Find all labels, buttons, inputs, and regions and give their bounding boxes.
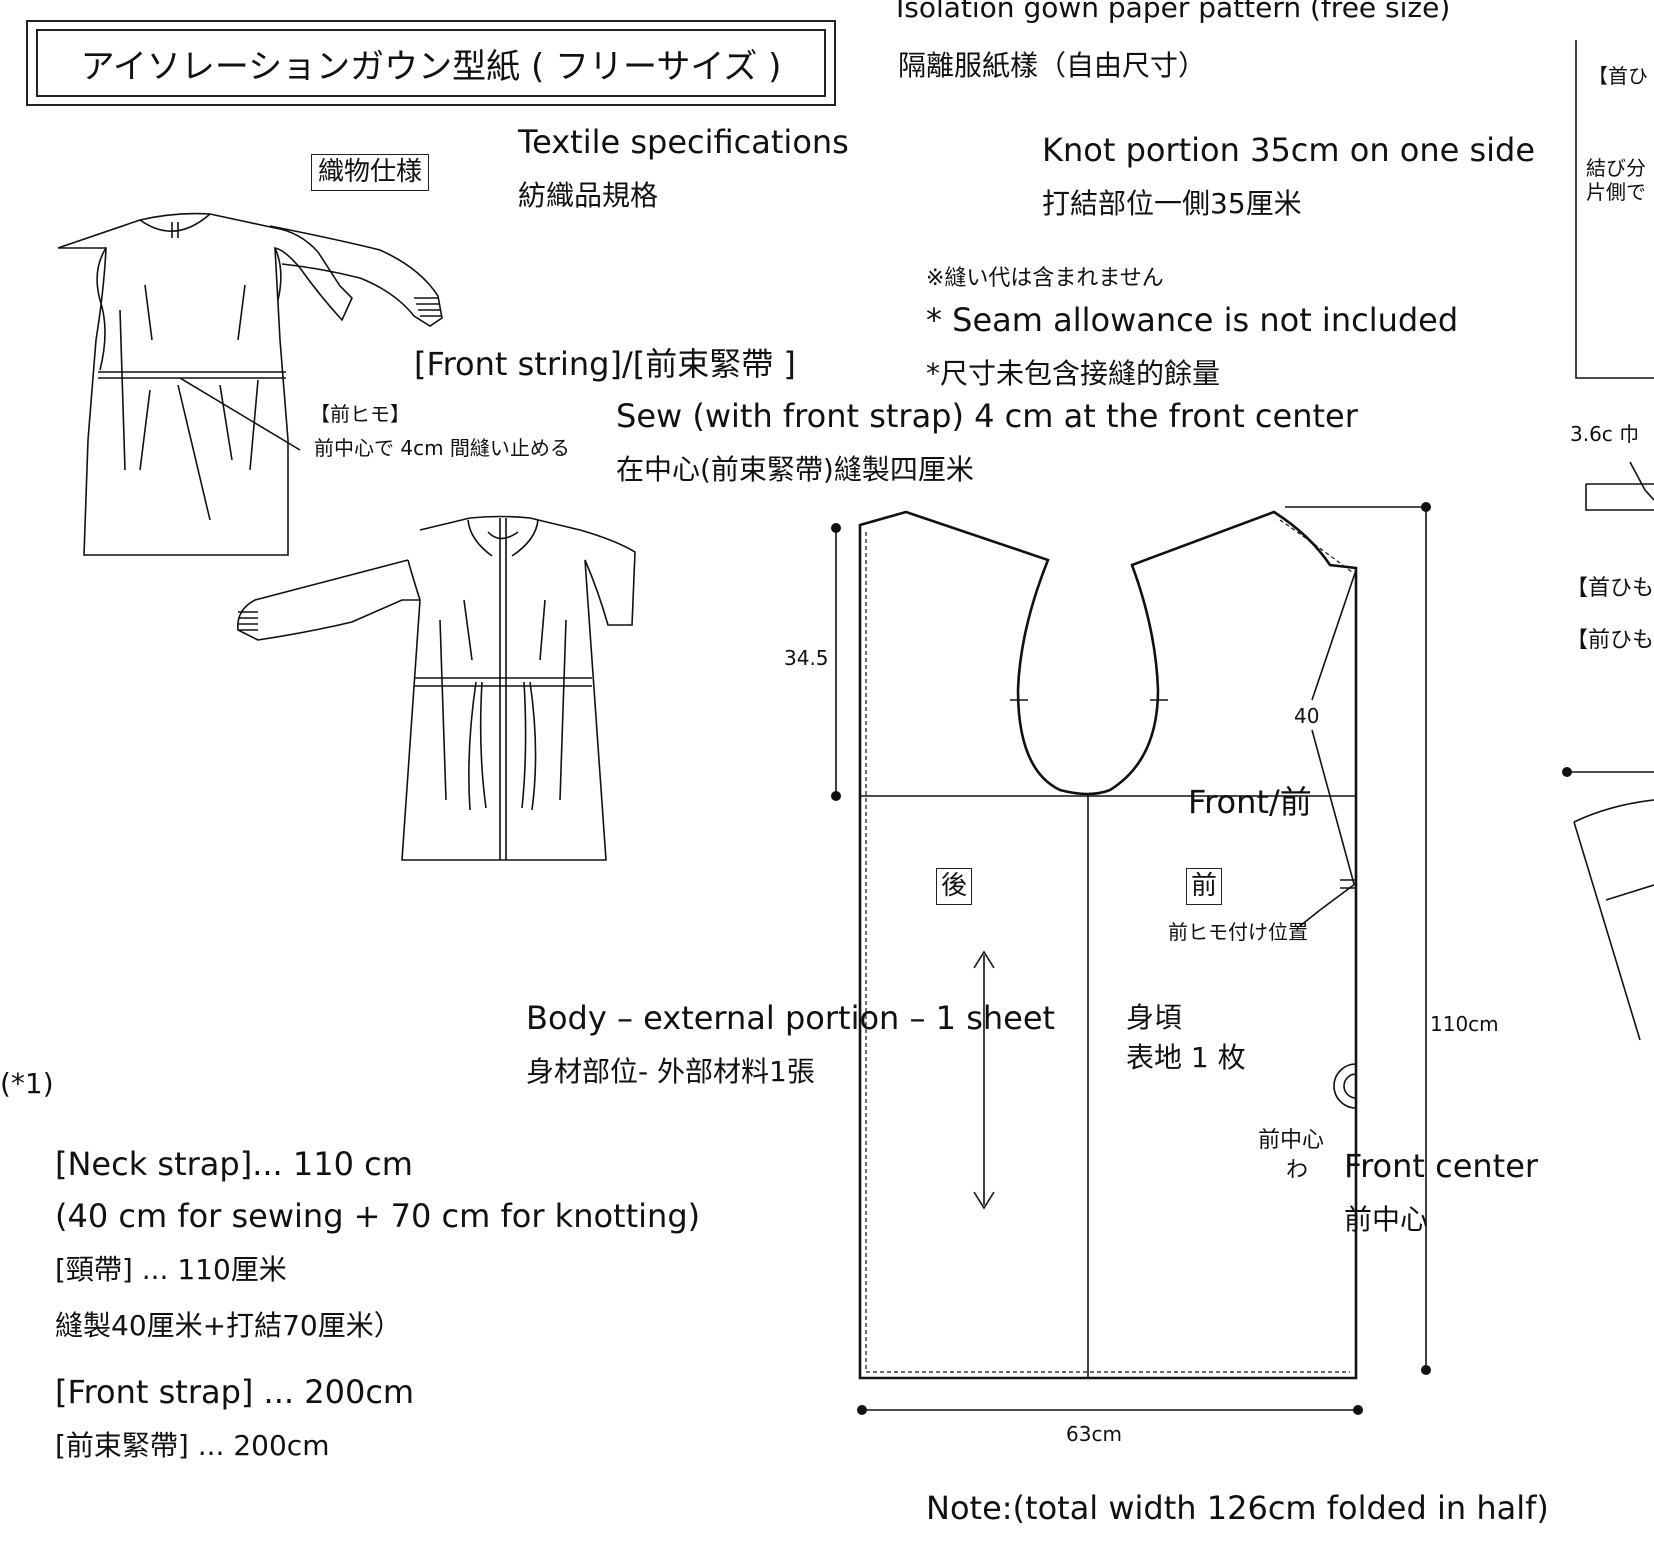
knot-zh: 打結部位一側35厘米 <box>1042 187 1302 220</box>
dim-110: 110cm <box>1430 1012 1499 1036</box>
knot-en: Knot portion 35cm on one side <box>1042 131 1536 169</box>
body-jp-2: 表地 1 枚 <box>1126 1041 1246 1074</box>
dim-40: 40 <box>1294 704 1320 728</box>
front-string-label: [Front string]/[前束緊帶 ] <box>414 345 796 383</box>
front-string-jp-title: 【前ヒモ】 <box>310 402 410 426</box>
front-center-zh: 前中心 <box>1344 1203 1429 1236</box>
front-strap-jp: 【前ひも <box>1566 628 1654 653</box>
neck-strap-zh: [頸帶] ... 110厘米 <box>55 1253 287 1286</box>
footnote-marker: (*1) <box>0 1067 54 1100</box>
neck-strap-en: [Neck strap]... 110 cm <box>55 1145 413 1183</box>
front-string-zh: 在中心(前束緊帶)縫製四厘米 <box>616 453 974 486</box>
front-strap-en: [Front strap] ... 200cm <box>55 1373 415 1411</box>
front-mark: 前 <box>1186 868 1223 906</box>
textile-tag: 織物仕様 <box>311 154 430 192</box>
body-en: Body – external portion – 1 sheet <box>526 999 1056 1037</box>
title-frame: アイソレーションガウン型紙 ( フリーサイズ ) <box>26 20 836 106</box>
title-en: Isolation gown paper pattern (free size) <box>896 0 1451 24</box>
seam-zh: *尺寸未包含接縫的餘量 <box>926 357 1221 390</box>
back-mark: 後 <box>936 868 973 906</box>
neck-strap-detail-zh: 縫製40厘米+打結70厘米） <box>55 1309 402 1342</box>
body-jp-1: 身頃 <box>1126 1001 1183 1034</box>
front-string-en: Sew (with front strap) 4 cm at the front… <box>616 397 1358 435</box>
front-strap-zh: [前束緊帶] ... 200cm <box>55 1429 330 1462</box>
center-jp-1: 前中心 <box>1258 1128 1325 1153</box>
textile-en: Textile specifications <box>518 123 849 161</box>
center-jp-2: わ <box>1286 1158 1309 1183</box>
front-center-en: Front center <box>1344 1147 1539 1185</box>
dim-34-5: 34.5 <box>784 646 829 670</box>
width-note: Note:(total width 126cm folded in half) <box>926 1489 1549 1527</box>
right-box-text-1: 結び分 <box>1586 156 1646 180</box>
seam-en: * Seam allowance is not included <box>926 301 1459 339</box>
right-box-label: 【首ひ <box>1588 64 1648 88</box>
strip-width-label: 3.6c 巾 <box>1570 422 1640 446</box>
textile-zh: 紡織品規格 <box>518 179 659 212</box>
seam-jp: ※縫い代は含まれません <box>926 266 1164 291</box>
neck-strap-detail-en: (40 cm for sewing + 70 cm for knotting) <box>55 1197 701 1235</box>
front-gown-illustration <box>57 212 443 556</box>
strap-position-label: 前ヒモ付け位置 <box>1168 920 1308 944</box>
front-label: Front/前 <box>1188 783 1312 821</box>
right-box-text-2: 片側で <box>1586 180 1646 204</box>
title-zh: 隔離服紙樣（自由尺寸） <box>898 49 1207 82</box>
neck-strap-jp: 【首ひも <box>1566 576 1654 601</box>
back-gown-illustration <box>237 515 636 861</box>
title-jp: アイソレーションガウン型紙 ( フリーサイズ ) <box>36 29 826 97</box>
front-string-jp-note: 前中心で 4cm 間縫い止める <box>314 436 570 460</box>
body-zh: 身材部位- 外部材料1張 <box>526 1055 815 1088</box>
dim-63: 63cm <box>1066 1422 1122 1446</box>
pattern-piece <box>858 510 1358 1380</box>
